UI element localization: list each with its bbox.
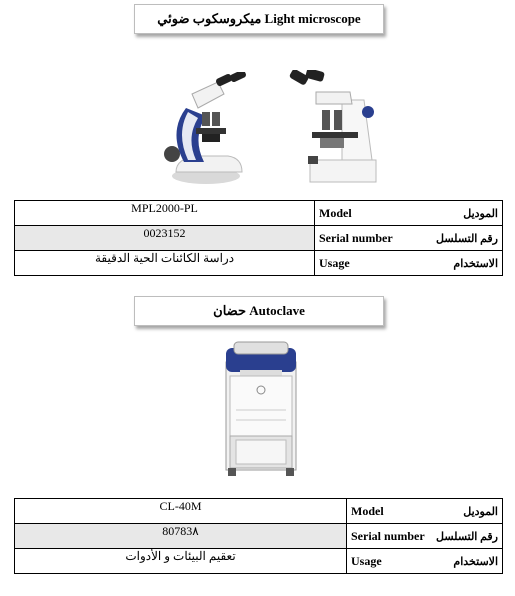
- label-arabic: رقم التسلسل: [436, 530, 498, 543]
- table-row: MPL2000-PL الموديل Model: [14, 200, 503, 226]
- model-value: MPL2000-PL: [14, 200, 315, 226]
- label-arabic: الاستخدام: [453, 555, 498, 568]
- label-english: Serial number: [319, 230, 393, 245]
- section-title-text: ميكروسكوب ضوئي Light microscope: [157, 11, 361, 26]
- serial-label: رقم التسلسل Serial number: [314, 225, 503, 251]
- label-english: Usage: [351, 553, 382, 568]
- section-title-autoclave: حضان Autoclave: [134, 296, 384, 326]
- microscope-icon: [289, 70, 377, 183]
- table-row: CL-40M الموديل Model: [14, 498, 503, 524]
- autoclave-icon: [225, 341, 297, 476]
- label-english: Serial number: [351, 528, 425, 543]
- usage-label: الاستخدام Usage: [346, 548, 503, 574]
- serial-value: 0023152: [14, 225, 315, 251]
- label-arabic: الموديل: [463, 207, 498, 220]
- table-row: تعقيم البيئات و الأدوات الاستخدام Usage: [14, 548, 503, 574]
- model-value: CL-40M: [14, 498, 347, 524]
- usage-value: تعقيم البيئات و الأدوات: [14, 548, 347, 574]
- serial-value: 80783٨: [14, 523, 347, 549]
- table-row: دراسة الكائنات الحية الدقيقة الاستخدام U…: [14, 250, 503, 276]
- serial-label: رقم التسلسل Serial number: [346, 523, 503, 549]
- label-english: Model: [319, 205, 352, 220]
- table-row: 0023152 رقم التسلسل Serial number: [14, 225, 503, 251]
- model-label: الموديل Model: [346, 498, 503, 524]
- section-title-light-microscope: ميكروسكوب ضوئي Light microscope: [134, 4, 384, 34]
- label-arabic: الاستخدام: [453, 257, 498, 270]
- table-row: 80783٨ رقم التسلسل Serial number: [14, 523, 503, 549]
- usage-label: الاستخدام Usage: [314, 250, 503, 276]
- section-title-text: حضان Autoclave: [213, 303, 305, 318]
- label-arabic: الموديل: [463, 505, 498, 518]
- label-english: Model: [351, 503, 384, 518]
- label-english: Usage: [319, 255, 350, 270]
- spec-table-microscope: MPL2000-PL الموديل Model 0023152 رقم الت…: [14, 200, 503, 276]
- microscope-icon: [164, 72, 246, 184]
- label-arabic: رقم التسلسل: [436, 232, 498, 245]
- spec-table-autoclave: CL-40M الموديل Model 80783٨ رقم التسلسل …: [14, 498, 503, 574]
- model-label: الموديل Model: [314, 200, 503, 226]
- usage-value: دراسة الكائنات الحية الدقيقة: [14, 250, 315, 276]
